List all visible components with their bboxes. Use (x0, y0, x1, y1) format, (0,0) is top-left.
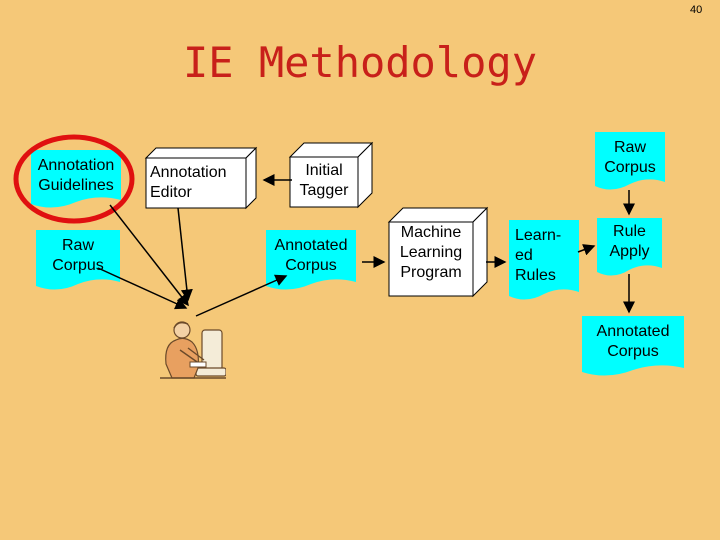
machine-learning-program-label: Machine Learning Program (399, 224, 463, 281)
annotated-corpus-right-label: Annotated Corpus (596, 323, 670, 360)
learned-rules-doc: Learn- ed Rules (509, 220, 579, 304)
annotation-editor-label: Annotation Editor (150, 164, 227, 201)
annotated-corpus-right-doc: Annotated Corpus (582, 316, 684, 380)
learned-rules-label: Learn- ed Rules (515, 227, 562, 284)
raw-corpus-left-doc: Raw Corpus (36, 230, 120, 294)
raw-corpus-right-label: Raw Corpus (604, 139, 656, 176)
slide-number: 40 (690, 4, 703, 16)
annotated-corpus-mid-label: Annotated Corpus (274, 237, 348, 274)
rule-apply-doc: Rule Apply (597, 218, 662, 280)
slide-title: IE Methodology (182, 38, 537, 87)
initial-tagger-label: Initial Tagger (299, 162, 349, 199)
rule-apply-label: Rule Apply (609, 223, 650, 260)
raw-corpus-left-label: Raw Corpus (52, 237, 104, 274)
annotated-corpus-mid-doc: Annotated Corpus (266, 230, 356, 294)
annotation-guidelines-doc: Annotation Guidelines (31, 150, 121, 212)
annotation-guidelines-label: Annotation Guidelines (37, 157, 115, 194)
arrow-learned-rules-to-rule-apply (577, 244, 596, 256)
raw-corpus-right-doc: Raw Corpus (595, 132, 665, 194)
arrow-guidelines-to-annotator (109, 204, 189, 307)
annotator-person-icon (160, 321, 226, 379)
arrow-editor-to-annotator (177, 207, 193, 302)
